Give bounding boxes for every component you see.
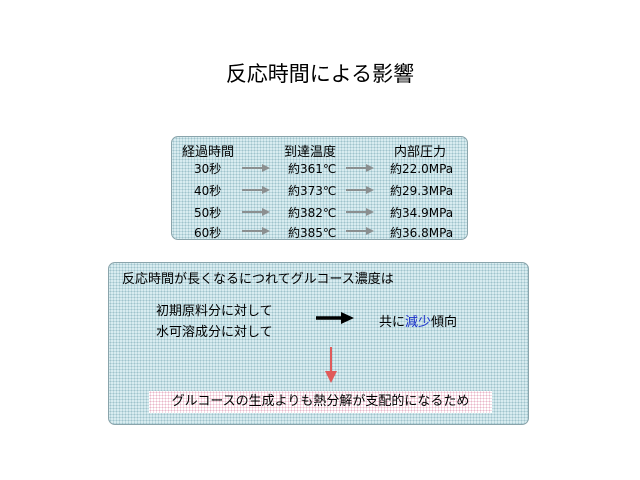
summary-line-initial-material: 初期原料分に対して	[156, 304, 273, 319]
row-4-pressure: 約36.8MPa	[390, 226, 454, 240]
slide-title: 反応時間による影響	[225, 62, 415, 86]
header-internal-pressure: 内部圧力	[394, 145, 447, 160]
result-highlight: 減少	[405, 315, 432, 330]
row-3-pressure: 約34.9MPa	[390, 206, 454, 220]
row-4-time: 60秒	[194, 226, 222, 240]
row-2-time: 40秒	[194, 184, 222, 198]
row-1-time: 30秒	[194, 162, 222, 176]
arrow-right-icon	[242, 186, 270, 194]
row-1-temperature: 約361℃	[288, 162, 337, 176]
header-elapsed-time: 経過時間	[182, 145, 235, 160]
header-reached-temperature: 到達温度	[284, 145, 337, 160]
summary-box: 反応時間が長くなるにつれてグルコース濃度は 初期原料分に対して 水可溶成分に対し…	[108, 262, 529, 425]
arrow-right-icon	[242, 227, 270, 235]
result-suffix: 傾向	[431, 315, 458, 330]
row-2-pressure: 約29.3MPa	[390, 184, 454, 198]
arrow-right-icon	[242, 164, 270, 172]
arrow-right-icon	[346, 208, 374, 216]
row-3-time: 50秒	[194, 206, 222, 220]
arrow-down-icon	[325, 347, 337, 383]
summary-result: 共に減少傾向	[379, 311, 457, 330]
arrow-right-icon	[316, 312, 354, 324]
row-4-temperature: 約385℃	[288, 226, 337, 240]
arrow-right-icon	[346, 227, 374, 235]
arrow-right-icon	[346, 164, 374, 172]
arrow-right-icon	[346, 186, 374, 194]
summary-heading: 反応時間が長くなるにつれてグルコース濃度は	[122, 272, 394, 287]
row-1-pressure: 約22.0MPa	[390, 162, 454, 176]
summary-line-water-soluble: 水可溶成分に対して	[156, 325, 273, 340]
row-2-temperature: 約373℃	[288, 184, 337, 198]
results-table-box: 経過時間 到達温度 内部圧力 30秒 約361℃ 約22.0MPa 40秒 約3…	[171, 136, 468, 240]
row-3-temperature: 約382℃	[288, 206, 337, 220]
arrow-right-icon	[242, 208, 270, 216]
conclusion-text: グルコースの生成よりも熱分解が支配的になるため	[149, 391, 492, 413]
result-prefix: 共に	[379, 315, 406, 330]
